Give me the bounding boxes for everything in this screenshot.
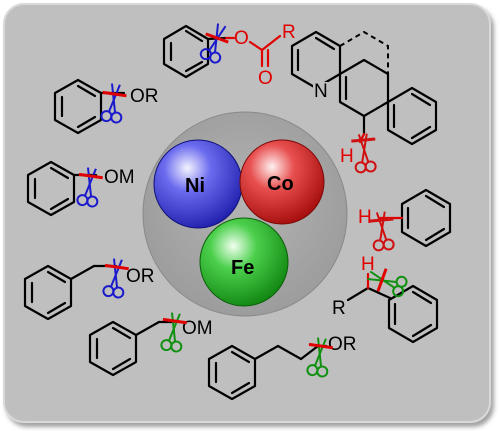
- arene-h-label: H: [358, 207, 372, 228]
- benzylic-ch-substrate: R H: [332, 254, 439, 344]
- arene-ch-substrate: H: [358, 188, 452, 248]
- scissors-icon: [199, 23, 229, 64]
- benzylic-h-label: H: [361, 254, 375, 275]
- ester-o-label: O: [234, 28, 249, 49]
- benzyl-or-label: OR: [126, 266, 155, 287]
- benzyl-ether-substrate: OR: [23, 264, 155, 321]
- scissors-icon: [306, 337, 333, 378]
- scissors-icon: [102, 258, 129, 299]
- sphere-co: Co: [239, 139, 325, 225]
- sphere-fe: Fe: [199, 217, 289, 307]
- aryl-ester-substrate: O O R: [162, 22, 296, 89]
- metal-label-fe: Fe: [231, 257, 254, 279]
- homobenzyl-ether-substrate: OR: [207, 334, 357, 401]
- scissors-icon: [160, 312, 187, 353]
- scissors-icon: [100, 83, 127, 124]
- aryl-ether-or-label: OR: [130, 86, 159, 107]
- scissors-icon: [351, 133, 377, 174]
- ester-carbonyl-o-label: O: [258, 68, 273, 89]
- sphere-ni: Ni: [153, 139, 243, 229]
- benzyl-om-substrate: OM: [88, 318, 213, 377]
- metal-label-co: Co: [267, 173, 294, 195]
- homobenzyl-or-label: OR: [328, 334, 357, 355]
- pyridine-n-label: N: [314, 81, 328, 102]
- benzylic-r-label: R: [332, 298, 346, 319]
- ester-r-label: R: [282, 22, 296, 43]
- scissors-icon: [367, 268, 408, 298]
- quinoline-h-label: H: [340, 146, 354, 167]
- aryl-om-substrate: OM: [26, 160, 135, 217]
- scissors-icon: [369, 211, 395, 252]
- aryl-om-label: OM: [104, 167, 135, 188]
- benzyl-om-label: OM: [182, 318, 213, 339]
- scissors-icon: [76, 167, 103, 208]
- metal-label-ni: Ni: [185, 175, 205, 197]
- benzoquinoline-substrate: N H: [290, 30, 438, 167]
